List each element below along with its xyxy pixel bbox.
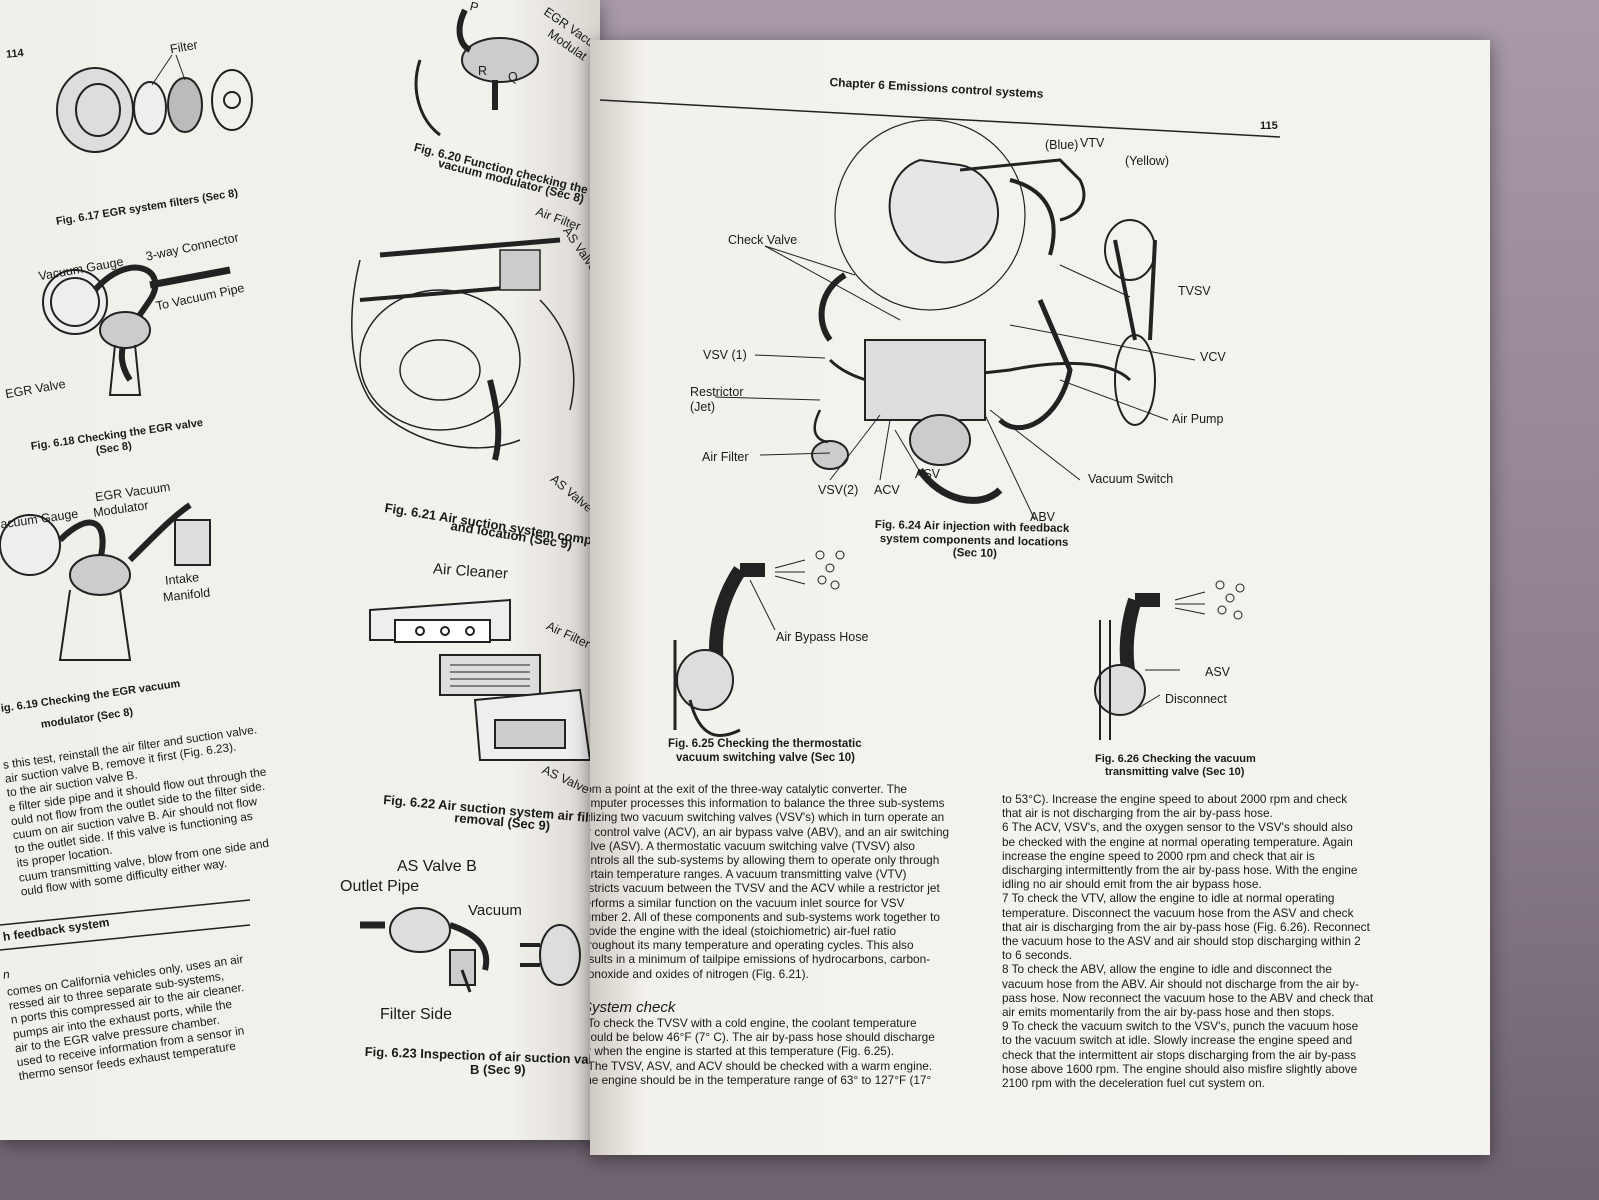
- label-abv: ABV: [1030, 510, 1056, 524]
- text-line: should be below 46°F (7° C). The air by-…: [590, 1030, 935, 1045]
- label-blue: (Blue): [1045, 138, 1079, 152]
- label-asv-624: ASV: [915, 467, 941, 481]
- text-line: discharging intermittently from the air …: [1002, 863, 1358, 878]
- text-line: 7 To check the VTV, allow the engine to …: [1002, 891, 1335, 906]
- bypass-hose-check-drawing: [673, 550, 845, 737]
- text-line: from a point at the exit of the three-wa…: [590, 782, 907, 796]
- text-line: 4 To check the TVSV with a cold engine, …: [590, 1016, 917, 1030]
- text-line: performs a similar function on the vacuu…: [590, 895, 905, 910]
- text-line: pass hose. Now reconnect the vacuum hose…: [1002, 990, 1374, 1005]
- right-column2-text: to 53°C). Increase the engine speed to a…: [1002, 792, 1402, 1090]
- text-line: 6 The ACV, VSV's, and the oxygen sensor …: [1002, 820, 1353, 835]
- text-line: throughout its many temperature and oper…: [590, 938, 914, 953]
- text-line: certain temperature ranges. A vacuum tra…: [590, 867, 907, 882]
- right-column1b-text: 4 To check the TVSV with a cold engine, …: [590, 1016, 988, 1087]
- label-restrictor: Restrictor: [690, 385, 744, 399]
- left-page-illustrations: [0, 54, 253, 951]
- text-line: valve (ASV). A thermostatic vacuum switc…: [590, 838, 915, 853]
- air-suction-valve-b-drawing: [360, 907, 581, 993]
- label-air-filter-624: Air Filter: [702, 450, 749, 464]
- text-line: increase the engine speed to 2000 rpm an…: [1002, 848, 1315, 863]
- egr-valve-check-drawing: [42, 264, 231, 396]
- label-vsv1: VSV (1): [703, 348, 747, 362]
- text-line: provide the engine with the ideal (stoic…: [590, 924, 897, 939]
- right-page-illustrations: [599, 99, 1281, 740]
- label-r: R: [478, 64, 488, 78]
- air-injection-system-drawing: [714, 119, 1196, 521]
- text-line: that air is discharging from the air by-…: [1002, 919, 1370, 934]
- text-line: utilizing two vacuum switching valves (V…: [590, 810, 945, 825]
- text-line: to the vacuum switch at idle. Slowly inc…: [1002, 1033, 1353, 1048]
- right-column1-text: from a point at the exit of the three-wa…: [590, 782, 988, 981]
- label-q: Q: [508, 70, 518, 84]
- right-page: Chapter 6 Emissions control systems 115: [590, 40, 1490, 1155]
- text-line: monoxide and oxides of nitrogen (Fig. 6.…: [590, 966, 809, 981]
- text-line: to 53°C). Increase the engine speed to a…: [1002, 792, 1348, 806]
- text-line: computer processes this information to b…: [590, 796, 945, 811]
- egr-modulator-check-drawing: [0, 502, 211, 661]
- text-line: the vacuum hose to the ASV and air shoul…: [1002, 934, 1361, 949]
- label-tvsv: TVSV: [1178, 284, 1211, 298]
- label-vacuum: Vacuum: [468, 902, 522, 919]
- label-disconnect: Disconnect: [1165, 692, 1227, 706]
- text-line: that air is not discharging from the air…: [1002, 806, 1273, 821]
- egr-modulator-function-drawing: [414, 8, 539, 137]
- label-vacuum-switch: Vacuum Switch: [1088, 472, 1174, 486]
- text-line: The engine should be in the temperature …: [590, 1072, 932, 1087]
- text-line: temperature. Disconnect the vacuum hose …: [1002, 905, 1354, 920]
- text-line: air emits momentarily from the air by-pa…: [1002, 1005, 1335, 1020]
- air-suction-system-drawing: [351, 237, 575, 461]
- text-line: results in a minimum of tailpipe emissio…: [590, 952, 931, 967]
- fig-6-24-caption-line3: (Sec 10): [952, 546, 998, 560]
- text-line: 9 To check the vacuum switch to the VSV'…: [1002, 1019, 1359, 1034]
- text-line: 5 The TVSV, ASV, and ACV should be check…: [590, 1058, 933, 1073]
- text-line: restricts vacuum between the TVSV and th…: [590, 881, 940, 896]
- text-line: hose above 1600 rpm. The engine should a…: [1002, 1061, 1358, 1076]
- text-line: 8 To check the ABV, allow the engine to …: [1002, 962, 1332, 977]
- system-check-heading: System check: [590, 999, 676, 1016]
- egr-filter-parts-drawing: [56, 54, 253, 153]
- label-air-pump: Air Pump: [1172, 412, 1224, 426]
- text-line: be checked with the engine at normal ope…: [1002, 834, 1353, 849]
- text-line: 2100 rpm with the deceleration fuel cut …: [1002, 1076, 1265, 1091]
- center-illustrations: [351, 8, 592, 993]
- text-line: vacuum hose from the ABV. Air should not…: [1002, 976, 1359, 991]
- label-outlet-pipe: Outlet Pipe: [340, 878, 420, 895]
- fig-6-23-caption-line2: B (Sec 9): [470, 1062, 526, 1077]
- vacuum-transmitting-valve-check-drawing: [1094, 580, 1245, 740]
- label-yellow: (Yellow): [1125, 154, 1170, 168]
- label-check-valve: Check Valve: [728, 233, 798, 247]
- label-air-bypass-hose: Air Bypass Hose: [776, 630, 869, 644]
- label-acv: ACV: [874, 483, 900, 497]
- text-line: check that the intermittent air stops di…: [1002, 1047, 1357, 1062]
- air-filter-removal-drawing: [369, 598, 592, 761]
- text-line: air control valve (ACV), an air bypass v…: [590, 824, 950, 839]
- text-line: controls all the sub-systems by allowing…: [590, 853, 940, 868]
- label-vtv: VTV: [1080, 136, 1105, 150]
- label-jet: (Jet): [690, 400, 715, 414]
- fig-6-26-caption-line2: transmitting valve (Sec 10): [1105, 766, 1245, 778]
- fig-6-25-caption-line1: Fig. 6.25 Checking the thermostatic: [668, 738, 862, 750]
- label-vcv: VCV: [1200, 350, 1226, 364]
- left-page: 114 Filter Fig. 6.17 EGR system filters …: [0, 0, 600, 1140]
- text-line: air when the engine is started at this t…: [590, 1044, 895, 1059]
- fig-6-25-caption-line2: vacuum switching valve (Sec 10): [676, 752, 855, 764]
- label-filter-side: Filter Side: [380, 1006, 453, 1023]
- right-page-number: 115: [1260, 120, 1278, 132]
- label-vsv2: VSV(2): [818, 483, 859, 497]
- text-line: to 6 seconds.: [1002, 948, 1073, 963]
- label-as-valve-b: AS Valve B: [397, 858, 477, 875]
- text-line: number 2. All of these components and su…: [590, 909, 940, 924]
- text-line: idling no air should emit from the air b…: [1002, 877, 1262, 892]
- label-asv-626: ASV: [1205, 665, 1231, 679]
- fig-6-26-caption-line1: Fig. 6.26 Checking the vacuum: [1095, 753, 1256, 765]
